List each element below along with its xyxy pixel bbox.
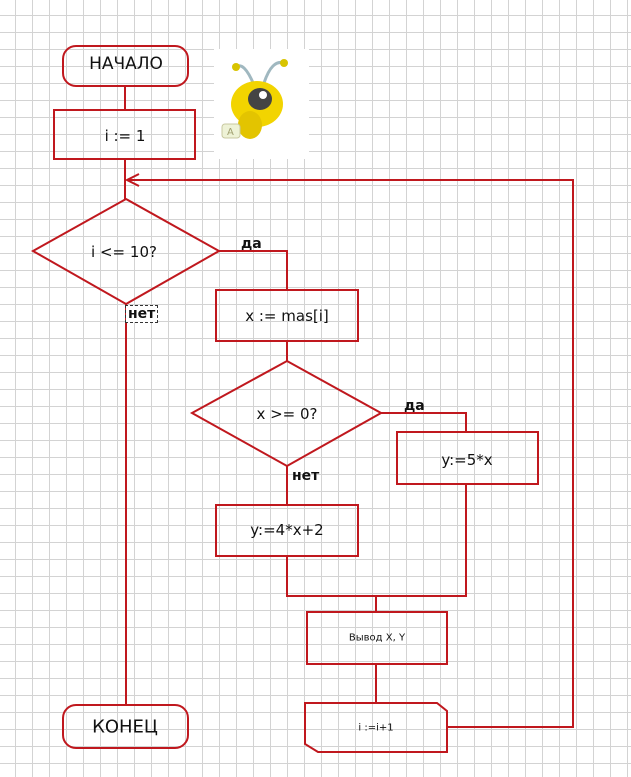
positive-branch-label: y:=5*x	[441, 451, 493, 469]
increment-label: i :=i+1	[358, 722, 394, 734]
connector-positive-merge	[375, 484, 467, 612]
sign-no-label: нет	[292, 468, 320, 484]
connector-negative-merge	[286, 556, 376, 597]
loop-yes-label: да	[241, 236, 262, 252]
connector-sign-yes	[381, 412, 467, 432]
assign-x-label: x := mas[i]	[245, 307, 329, 325]
loop-no-label: нет	[124, 305, 159, 323]
end-label: КОНЕЦ	[92, 716, 158, 738]
connector-loop-yes	[219, 250, 288, 290]
loop-back-arrowhead	[124, 173, 140, 187]
negative-branch-label: y:=4*x+2	[250, 521, 324, 539]
svg-text:A: A	[227, 127, 234, 138]
sign-condition-label: x >= 0?	[256, 405, 318, 423]
loop-condition-label: i <= 10?	[91, 243, 157, 261]
start-label: НАЧАЛО	[89, 54, 163, 74]
connector-loop-back	[127, 179, 574, 728]
bee-mascot-icon: A	[214, 49, 309, 159]
increment-box	[304, 702, 448, 753]
init-label: i := 1	[104, 127, 146, 145]
sign-yes-label: да	[404, 398, 425, 414]
positive-branch-box	[396, 431, 539, 485]
output-label: Вывод X, Y	[348, 632, 406, 644]
